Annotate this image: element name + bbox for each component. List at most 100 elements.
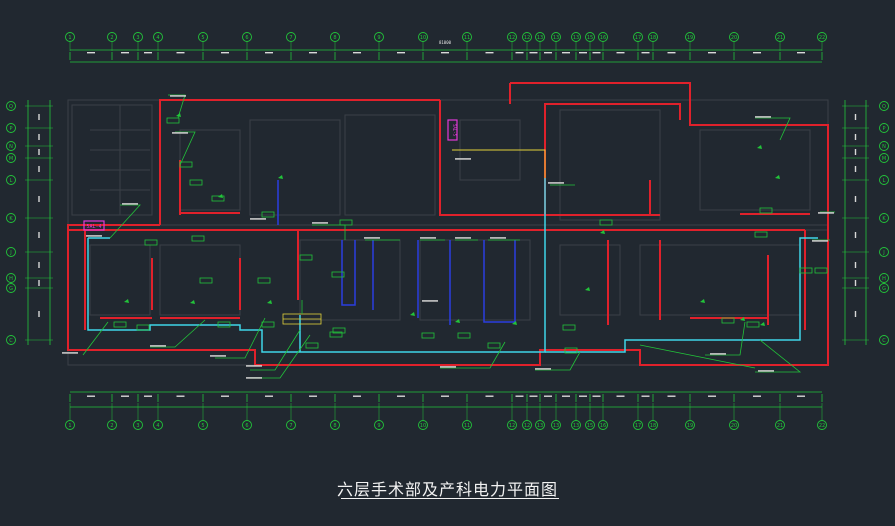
left-axis-label-9: C [9,338,13,344]
left-axis-label-5: K [9,216,13,222]
bottom-axis-label-8: 9 [377,423,380,429]
equipment-box-27 [814,267,828,274]
bottom-axis-bubble-23 [817,420,827,430]
right-axis-bubble-7 [879,273,889,283]
outlet-marker-7 [585,287,590,291]
bottom-axis-bubble-12 [522,420,532,430]
right-axis-bubble-2 [879,141,889,151]
annotation-text-19 [535,368,551,370]
top-axis-bubble-21 [729,32,739,42]
outlet-marker-9 [775,175,780,179]
equipment-box-29 [721,317,735,324]
bottom-axis-bubble-4 [198,420,208,430]
bottom-axis-bubble-19 [648,420,658,430]
bottom-axis-label-7: 8 [333,423,336,429]
top-axis-label-14: 13 [553,35,559,41]
right-axis-bubble-3 [879,153,889,163]
annotation-text-6 [246,365,262,367]
right-axis-label-3: M [882,156,886,162]
left-axis-label-0: Q [9,104,13,110]
top-axis-label-7: 8 [333,35,336,41]
bottom-axis-bubble-14 [551,420,561,430]
equipment-box-9 [331,271,345,278]
bottom-axis-bubble-3 [153,420,163,430]
left-axis-label-8: G [9,286,13,292]
bottom-axis-label-5: 6 [245,423,248,429]
bottom-axis-label-16: 15 [587,423,593,429]
left-axis-bubble-5 [6,213,16,223]
cabinet-tag-left: 5AL-4 [83,220,105,231]
equipment-box-14 [217,321,231,328]
top-axis-bubble-14 [551,32,561,42]
bottom-axis-label-23: 22 [819,423,825,429]
annotation-text-12 [490,237,506,239]
annotation-text-23 [422,300,438,302]
bottom-axis-label-4: 5 [201,423,204,429]
drawing-title: 六层手术部及产科电力平面图 [336,480,558,499]
equipment-box-17 [305,342,319,349]
bottom-axis-label-20: 19 [687,423,693,429]
left-axis-label-6: J [9,250,11,256]
top-axis-label-11: 12 [509,35,515,41]
bottom-axis-bubble-0 [65,420,75,430]
left-axis-label-7: H [9,276,13,282]
top-axis-label-21: 20 [731,35,737,41]
top-axis-bubble-10 [462,32,472,42]
top-axis-bubble-1 [107,32,117,42]
right-axis-label-2: N [882,144,886,150]
right-axis-label-9: C [882,338,886,344]
top-axis-label-13: 13 [537,35,543,41]
equipment-box-6 [261,211,275,218]
top-axis-bubble-4 [198,32,208,42]
outlet-marker-15 [760,322,765,326]
outlet-marker-0 [278,175,283,179]
equipment-box-25 [754,231,768,238]
top-axis-label-17: 16 [600,35,606,41]
annotation-text-17 [62,352,78,354]
annotation-marks [62,95,834,379]
top-axis-bubble-12 [522,32,532,42]
bottom-axis-label-0: 1 [68,423,71,429]
annotation-text-2 [122,203,138,205]
cabinet-tag-left-text: 5AL-4 [86,224,101,230]
top-axis-label-0: 1 [68,35,71,41]
equipment-box-16 [332,327,346,334]
right-axis-label-0: Q [882,104,886,110]
annotation-text-1 [172,132,188,134]
outlet-marker-4 [267,300,272,304]
right-axis-bubble-4 [879,175,889,185]
bottom-axis-bubble-21 [729,420,739,430]
top-axis-bubble-9 [418,32,428,42]
left-axis-bubble-3 [6,153,16,163]
bottom-axis-bubble-18 [633,420,643,430]
bottom-axis-bubble-17 [598,420,608,430]
equipment-box-4 [144,239,158,246]
outlet-marker-10 [757,145,762,149]
top-axis-bubble-16 [585,32,595,42]
bottom-axis-bubble-1 [107,420,117,430]
top-axis-bubble-5 [242,32,252,42]
bottom-axis-bubble-5 [242,420,252,430]
top-axis-label-1: 2 [110,35,113,41]
bottom-axis-bubble-6 [286,420,296,430]
annotation-text-21 [758,370,774,372]
top-axis-bubble-17 [598,32,608,42]
outlet-marker-6 [455,319,460,323]
annotation-text-10 [420,237,436,239]
top-axis-bubble-20 [685,32,695,42]
left-axis-bubble-2 [6,141,16,151]
right-axis-label-4: L [883,178,886,184]
top-axis-label-18: 17 [635,35,641,41]
bottom-axis-label-15: 13 [573,423,579,429]
annotation-text-3 [86,235,102,237]
equipment-box-11 [257,277,271,284]
annotation-text-15 [818,212,834,214]
left-axis-bubble-8 [6,283,16,293]
right-axis-bubble-8 [879,283,889,293]
compartment-walls [67,82,829,366]
top-axis-label-15: 13 [573,35,579,41]
equipment-box-19 [457,332,471,339]
top-axis-bubble-8 [374,32,384,42]
